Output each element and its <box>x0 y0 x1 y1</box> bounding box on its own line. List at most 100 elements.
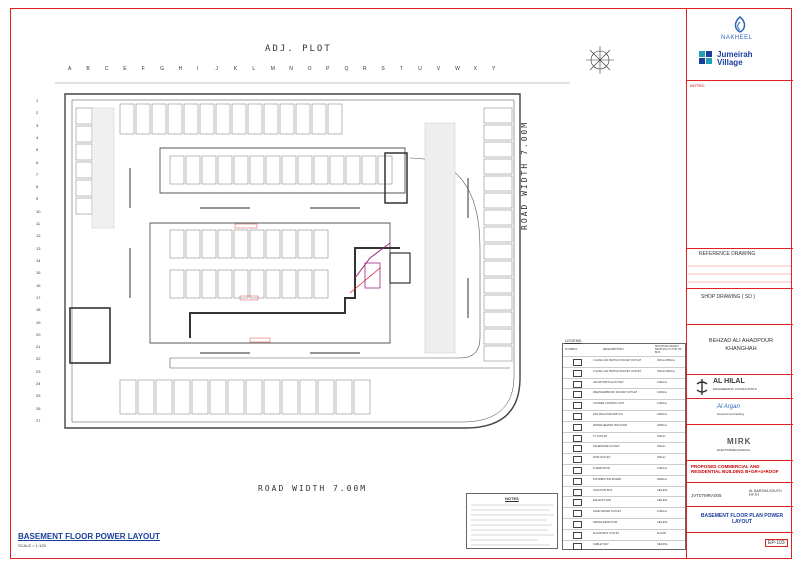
legend-symbol-icon <box>573 445 582 453</box>
legend-desc: TELEPHONE OUTLET <box>593 445 620 449</box>
parking-stall-island-b <box>169 269 185 299</box>
parking-stall-right <box>483 328 513 345</box>
legend-col-desc: DESCRIPTION <box>603 347 624 351</box>
parking-stall-bottom <box>119 379 137 415</box>
contractor-name: Al Argan <box>717 404 740 410</box>
notes-label: NOTES: <box>690 83 705 88</box>
parking-stall-top <box>279 103 295 135</box>
parking-stall-mid <box>361 155 377 185</box>
parking-stall-bottom <box>173 379 191 415</box>
legend-height: FLOOR <box>657 531 666 535</box>
drawing-title: BASEMENT FLOOR POWER LAYOUT <box>18 532 160 541</box>
legend-desc: 2 GANG 13A SWITCH SOCKET OUTLET <box>593 369 642 373</box>
parking-stall-mid <box>297 155 313 185</box>
legend-desc: CABLE TRAY <box>593 542 609 546</box>
parking-stall-top <box>183 103 199 135</box>
grid-label-row-12: 12 <box>36 233 41 239</box>
drawing-scale: SCALE = 1:125 <box>18 543 46 548</box>
grid-label-y: Y <box>492 66 496 72</box>
legend-height: 1200mm <box>657 391 668 395</box>
legend-desc: 1 GANG 13A SWITCH SOCKET OUTLET <box>593 359 642 362</box>
legend-height: 1800mm <box>657 477 668 481</box>
grid-label-x: X <box>473 66 477 72</box>
parking-stall-top <box>199 103 215 135</box>
parking-stall-right <box>483 345 513 362</box>
legend-symbol-icon <box>573 499 582 507</box>
legend-symbol-icon <box>573 413 582 420</box>
parking-stall-top <box>167 103 183 135</box>
grid-label-p: P <box>326 66 330 72</box>
basement-outline <box>64 93 521 429</box>
parking-stall-right <box>483 141 513 158</box>
legend-symbol-icon <box>573 488 582 496</box>
parking-stall-island-a <box>297 229 313 259</box>
parking-stall-bottom <box>281 379 299 415</box>
traffic-arrows <box>129 168 469 354</box>
shop-drawing: SHOP DRAWING ( SD ) <box>701 294 755 300</box>
parking-stall-island-a <box>281 229 297 259</box>
legend-symbol-icon <box>573 521 582 528</box>
reference-drawing: REFERENCE DRAWING <box>699 251 756 257</box>
legend-symbol-icon <box>573 467 582 474</box>
parking-stall-island-b <box>233 269 249 299</box>
parking-stall-bottom <box>209 379 227 415</box>
grid-label-row-26: 26 <box>36 405 41 411</box>
parking-stall-island-a <box>249 229 265 259</box>
grid-label-row-4: 4 <box>36 134 39 140</box>
grid-label-i: I <box>197 66 199 72</box>
parking-stall-mid <box>345 155 361 185</box>
parking-stall-island-b <box>281 269 297 299</box>
location: AL BARSHA SOUTH FIFTH <box>749 489 782 497</box>
grid-label-row-18: 18 <box>36 307 41 313</box>
legend-height: CEILING <box>657 488 668 492</box>
parking-stall-island-b <box>265 269 281 299</box>
grid-label-c: C <box>104 66 109 72</box>
legend-symbol-icon <box>573 531 582 539</box>
grid-label-row-25: 25 <box>36 393 41 399</box>
parking-stall-right <box>483 294 513 311</box>
legend-symbol-icon <box>573 402 582 410</box>
parking-stall-island-b <box>313 269 329 299</box>
grid-label-h: H <box>178 66 183 72</box>
legend-symbol-icon <box>573 477 582 485</box>
parking-stall-right <box>483 226 513 243</box>
legend-symbol-icon <box>573 456 582 464</box>
parking-stall-mid <box>169 155 185 185</box>
grid-label-row-5: 5 <box>36 147 39 153</box>
parking-stall-mid <box>249 155 265 185</box>
legend-row: CABLE TRAY CEILING <box>563 539 685 551</box>
legend-desc: WEATHERPROOF SOCKET OUTLET <box>593 391 638 395</box>
parking-stall-mid <box>329 155 345 185</box>
parking-stall-mid <box>265 155 281 185</box>
parking-stall-right <box>483 192 513 209</box>
grid-label-row-14: 14 <box>36 258 41 263</box>
grid-label-row-1: 1 <box>36 98 39 103</box>
legend-desc: FAN ISOLATOR SWITCH <box>593 413 623 416</box>
road-width-bottom-label: ROAD WIDTH 7.00M <box>258 484 368 493</box>
project-title: PROPOSED COMMERCIAL AND RESIDENTIAL BUIL… <box>691 464 779 474</box>
drawing-title-block: BASEMENT FLOOR PLAN POWER LAYOUT <box>700 513 784 525</box>
drawing-number: EP-103 <box>765 539 788 547</box>
parking-stall-right <box>483 158 513 175</box>
legend-symbol-icon <box>573 434 582 442</box>
consultant-name: AL HILAL <box>713 378 745 385</box>
grid-label-row-21: 21 <box>36 344 41 350</box>
legend-height: 300mm/450mm <box>657 359 676 362</box>
grid-label-u: U <box>418 66 422 72</box>
legend-height: CEILING <box>657 542 668 546</box>
parking-stall-top <box>247 103 263 135</box>
project-brand: Jumeirah Village <box>717 50 753 67</box>
parking-stall-island-b <box>249 269 265 299</box>
parking-stall-bottom <box>263 379 281 415</box>
legend-height: 300mm <box>657 445 666 449</box>
legend-desc: SMOKE DETECTOR <box>593 521 618 524</box>
parking-stall-right <box>483 243 513 260</box>
parking-stall-top <box>295 103 311 135</box>
parking-stall-top <box>311 103 327 135</box>
grid-label-row-20: 20 <box>36 331 41 337</box>
